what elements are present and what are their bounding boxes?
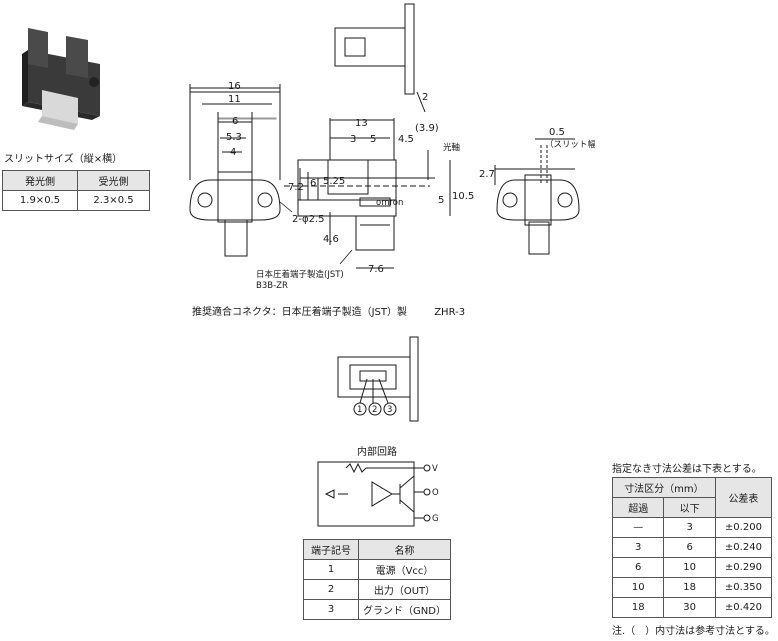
dim-6b: 6 xyxy=(310,178,316,189)
recommended-connector: 推奨適合コネクタ：日本圧着端子製造（JST）製 ZHR-3 xyxy=(192,303,465,318)
connector-model: B3B-ZR xyxy=(256,281,288,291)
table-row: 6 10 ±0.290 xyxy=(611,557,773,578)
tol-under: 6 xyxy=(663,537,716,558)
tol-value: ±0.350 xyxy=(714,577,773,598)
tolerance-header-tol: 公差表 xyxy=(714,477,773,518)
slit-width-label: （スリット幅） xyxy=(545,139,595,150)
circuit-v: V xyxy=(432,464,438,474)
dim-6: 6 xyxy=(232,116,238,127)
slit-size-title: スリットサイズ（縦×横） xyxy=(4,154,123,165)
internal-circuit-diagram: V O G xyxy=(317,461,439,527)
dim-11: 11 xyxy=(228,94,241,105)
tolerance-intro: 指定なき寸法公差は下表とする。 xyxy=(612,464,762,475)
dim-5: 5 xyxy=(370,134,376,145)
terminal-name: 出力（OUT） xyxy=(358,579,451,600)
dim-0-5: 0.5 xyxy=(549,127,565,138)
dim-7-6: 7.6 xyxy=(368,264,384,275)
pin-1: 1 xyxy=(357,405,362,415)
tol-under: 30 xyxy=(663,597,716,618)
dim-7-2: 7.2 xyxy=(288,182,304,193)
table-row: 3 グランド（GND） xyxy=(303,599,451,620)
dim-16: 16 xyxy=(228,81,241,92)
optical-axis-label: 光軸 xyxy=(443,142,460,153)
slit-size-table: 発光側 受光側 1.9×0.5 2.3×0.5 xyxy=(2,170,150,211)
sensor-photo xyxy=(22,28,100,130)
terminal-symbol: 2 xyxy=(303,579,359,600)
tol-over: 6 xyxy=(611,557,665,578)
tol-under: 3 xyxy=(663,517,716,538)
tol-value: ±0.290 xyxy=(714,557,773,578)
brand-label: omron xyxy=(376,198,403,208)
tolerance-header-under: 以下 xyxy=(663,497,716,518)
table-row: 1 電源（Vcc） xyxy=(303,559,451,580)
slit-header-emitter: 発光側 xyxy=(2,170,78,191)
terminal-header-symbol: 端子記号 xyxy=(303,539,359,560)
slit-header-receiver: 受光側 xyxy=(77,170,150,191)
dim-5b: 5 xyxy=(438,195,444,206)
circuit-title: 内部回路 xyxy=(357,447,397,458)
dim-4: 4 xyxy=(230,147,236,158)
dimension-drawing: 2 16 11 6 5.3 4 2-φ2.5 13 3 5 4.5 (3.9) … xyxy=(189,3,474,291)
tolerance-header-over: 超過 xyxy=(611,497,665,518)
dim-5-3: 5.3 xyxy=(226,132,242,143)
tolerance-header-range: 寸法区分（mm） xyxy=(612,477,716,498)
dim-2-7: 2.7 xyxy=(479,169,495,180)
dim-2: 2 xyxy=(422,92,428,103)
dim-2-phi: 2-φ2.5 xyxy=(292,214,324,225)
tol-value: ±0.240 xyxy=(714,537,773,558)
dim-4-5: 4.5 xyxy=(398,134,414,145)
dim-10-5: 10.5 xyxy=(452,191,474,202)
dim-13: 13 xyxy=(355,118,368,129)
tol-over: 3 xyxy=(611,537,665,558)
table-row: — 3 ±0.200 xyxy=(611,517,773,538)
table-row: 18 30 ±0.420 xyxy=(611,597,773,618)
recommended-connector-text: 推奨適合コネクタ：日本圧着端子製造（JST）製 xyxy=(192,307,408,318)
terminal-name: 電源（Vcc） xyxy=(358,559,451,580)
recommended-connector-model: ZHR-3 xyxy=(434,307,466,318)
circuit-o: O xyxy=(432,488,439,498)
table-row: 3 6 ±0.240 xyxy=(611,537,773,558)
tolerance-note: 注.（ ）内寸法は参考寸法とする。 xyxy=(612,626,775,637)
tol-over: — xyxy=(611,517,665,538)
terminal-symbol: 1 xyxy=(303,559,359,580)
dim-3-9: (3.9) xyxy=(415,123,439,134)
side-view-drawing: 0.5 （スリット幅） 2.7 xyxy=(479,127,595,255)
terminal-symbol: 3 xyxy=(303,599,359,620)
pin-2: 2 xyxy=(372,405,377,415)
tol-under: 10 xyxy=(663,557,716,578)
slit-value-receiver: 2.3×0.5 xyxy=(77,190,150,211)
pin-3: 3 xyxy=(387,405,392,415)
terminal-table: 端子記号 名称 1 電源（Vcc） 2 出力（OUT） 3 グランド（GND） xyxy=(303,539,451,620)
dim-5-25: 5.25 xyxy=(323,176,345,187)
table-row: 2 出力（OUT） xyxy=(303,579,451,600)
dim-4-6: 4.6 xyxy=(323,234,339,245)
table-row: 10 18 ±0.350 xyxy=(611,577,773,598)
terminal-name: グランド（GND） xyxy=(358,599,451,620)
tol-value: ±0.200 xyxy=(714,517,773,538)
tol-value: ±0.420 xyxy=(714,597,773,618)
connector-maker: 日本圧着端子製造(JST) xyxy=(256,269,344,280)
dim-3: 3 xyxy=(350,134,356,145)
circuit-g: G xyxy=(432,514,439,524)
tol-over: 18 xyxy=(611,597,665,618)
tol-under: 18 xyxy=(663,577,716,598)
tolerance-table: 寸法区分（mm） 公差表 超過 以下 — 3 ±0.200 3 6 ±0.240… xyxy=(611,477,773,618)
tol-over: 10 xyxy=(611,577,665,598)
slit-value-emitter: 1.9×0.5 xyxy=(2,190,78,211)
terminal-header-name: 名称 xyxy=(358,539,451,560)
connector-view-drawing: 1 2 3 xyxy=(337,336,419,422)
